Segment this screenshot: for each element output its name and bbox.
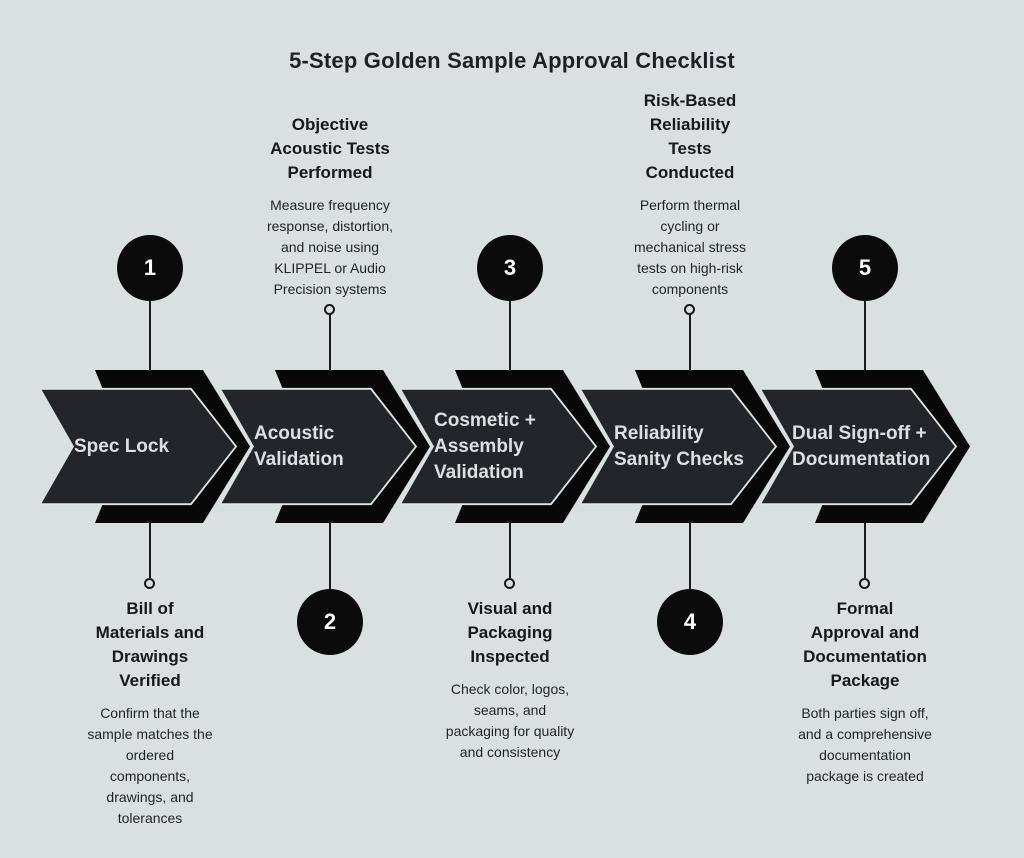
connector-line [864, 301, 866, 371]
arrow-outline [401, 387, 598, 506]
connector-line [149, 523, 151, 578]
arrow-inner-chevron [221, 388, 416, 505]
step-4-arrow [581, 370, 790, 523]
step-5-label: Dual Sign-off +Documentation [792, 422, 931, 470]
step-3-number-badge: 3 [477, 235, 543, 301]
arrow-inner-chevron [41, 388, 236, 505]
step-2-arrow [221, 370, 430, 523]
arrow-inner-chevron [581, 388, 776, 505]
arrow-inner-chevron [401, 388, 596, 505]
connector-line [149, 301, 151, 371]
connector-dot [859, 578, 870, 589]
connector-line [329, 314, 331, 371]
step-5-number-badge: 5 [832, 235, 898, 301]
connector-line [509, 301, 511, 371]
arrow-outline [581, 387, 778, 506]
connector-line [689, 314, 691, 371]
page-title: 5-Step Golden Sample Approval Checklist [289, 48, 735, 73]
connector-line [689, 523, 691, 589]
arrow-outline [221, 387, 418, 506]
step-5-arrow [761, 370, 970, 523]
step-5-description: Both parties sign off,and a comprehensiv… [798, 705, 932, 784]
step-4-number-badge: 4 [657, 589, 723, 655]
connector-line [864, 523, 866, 578]
connector-line [329, 523, 331, 589]
arrow-outline [41, 387, 238, 506]
connector-dot [504, 578, 515, 589]
step-1-number-badge: 1 [117, 235, 183, 301]
connector-dot [144, 578, 155, 589]
step-1-label: Spec Lock [74, 435, 170, 457]
connector-line [509, 523, 511, 578]
step-1-arrow [41, 370, 250, 523]
step-3-arrow [401, 370, 610, 523]
arrow-outline [761, 387, 958, 506]
arrow-inner-chevron [761, 388, 956, 505]
step-2-number-badge: 2 [297, 589, 363, 655]
